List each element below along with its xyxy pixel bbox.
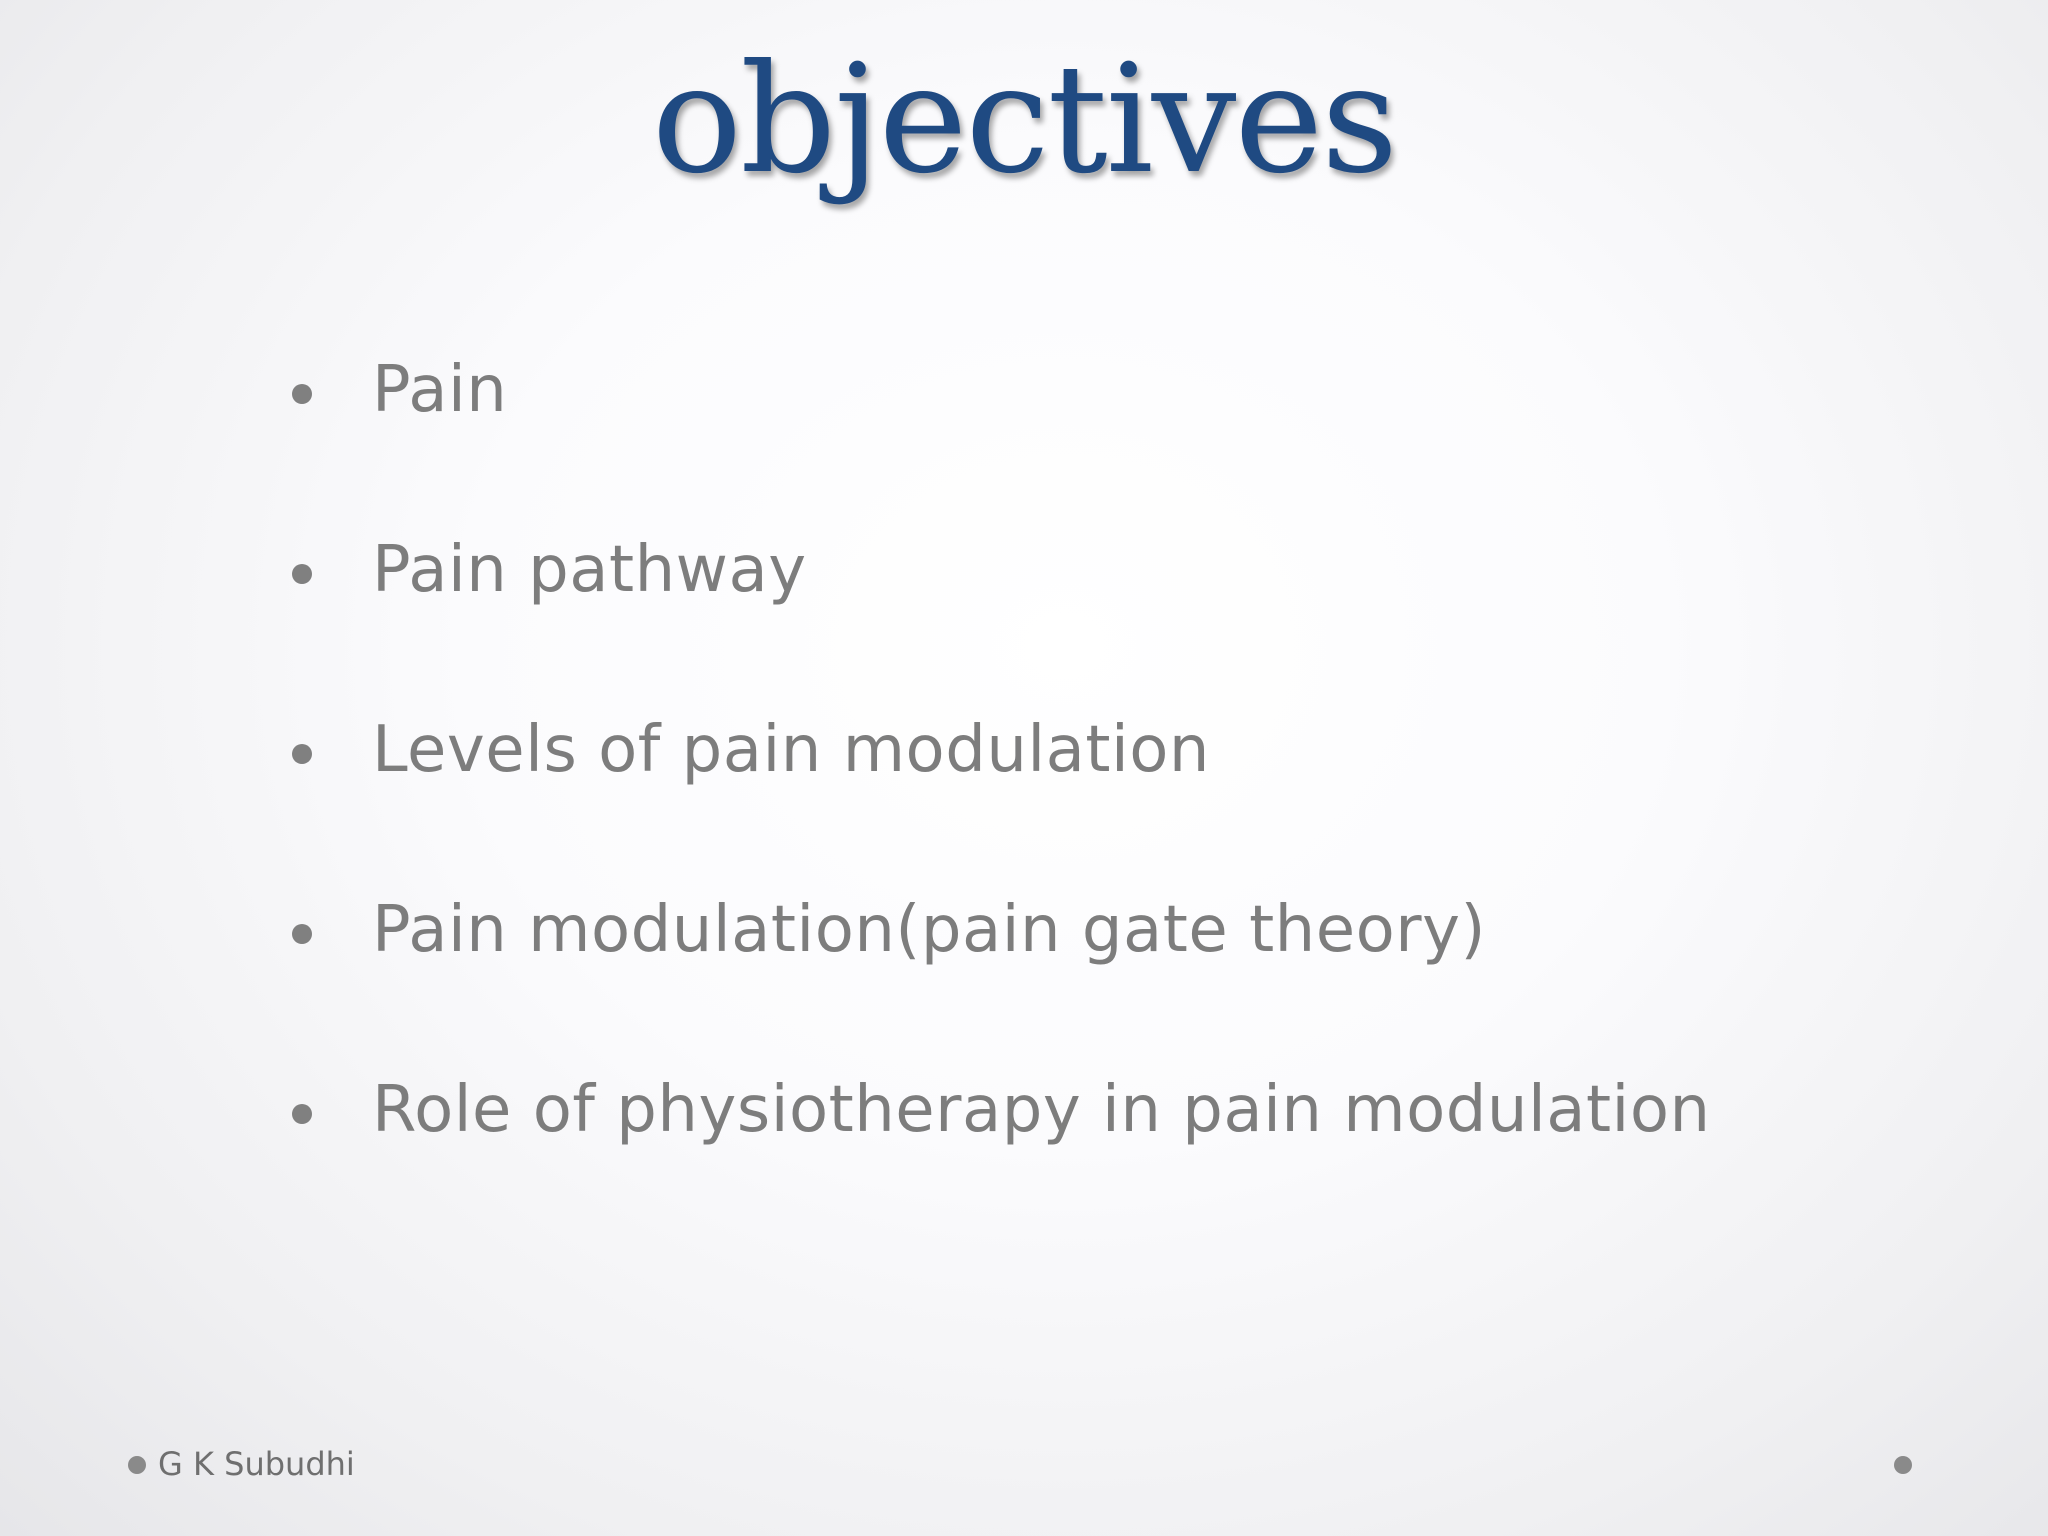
- footer-author: G K Subudhi: [158, 1445, 355, 1483]
- bullet-dot-icon: [292, 744, 312, 764]
- list-item: Pain modulation(pain gate theory): [292, 840, 1711, 1020]
- bullet-dot-icon: [292, 1104, 312, 1124]
- bullet-text: Levels of pain modulation: [372, 713, 1210, 787]
- footer-dot-icon: [128, 1456, 146, 1474]
- bullet-text: Pain: [372, 353, 508, 427]
- bullet-dot-icon: [292, 924, 312, 944]
- bullet-dot-icon: [292, 564, 312, 584]
- bullet-text: Role of physiotherapy in pain modulation: [372, 1073, 1711, 1147]
- slide-title: objectives: [651, 33, 1398, 207]
- bullet-dot-icon: [292, 384, 312, 404]
- bullet-text: Pain pathway: [372, 533, 807, 607]
- bullet-list: Pain Pain pathway Levels of pain modulat…: [292, 300, 1711, 1200]
- list-item: Pain: [292, 300, 1711, 480]
- list-item: Levels of pain modulation: [292, 660, 1711, 840]
- list-item: Role of physiotherapy in pain modulation: [292, 1020, 1711, 1200]
- bullet-text: Pain modulation(pain gate theory): [372, 893, 1486, 967]
- footer-dot-icon: [1894, 1456, 1912, 1474]
- list-item: Pain pathway: [292, 480, 1711, 660]
